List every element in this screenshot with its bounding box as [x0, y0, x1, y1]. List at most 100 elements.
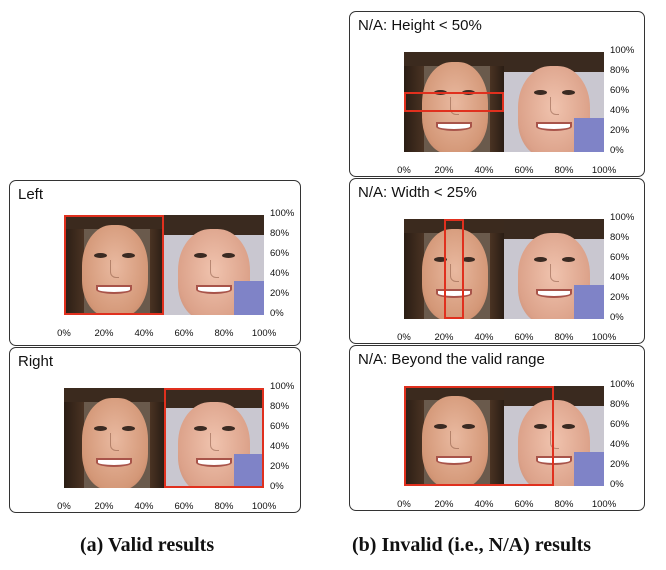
x-tick-label: 40%: [474, 165, 494, 176]
nose: [210, 260, 219, 278]
face-plot: 100%80%60%40%20%0%0%20%40%60%80%100%: [57, 208, 294, 339]
y-tick-label: 20%: [270, 461, 290, 472]
x-tick-label: 0%: [57, 501, 71, 512]
panel-na-width: N/A: Width < 25% 100%80%60%40%20%0%0%20%…: [349, 178, 645, 344]
mouth: [196, 458, 232, 467]
y-tick-label: 0%: [610, 312, 624, 323]
hair: [150, 215, 164, 315]
nose: [450, 264, 459, 282]
hair: [404, 219, 504, 233]
y-tick-label: 0%: [270, 481, 284, 492]
eye: [562, 257, 575, 262]
woman-face-photo: [404, 219, 504, 319]
nose: [110, 433, 119, 451]
face-plot: 100%80%60%40%20%0%0%20%40%60%80%100%: [397, 212, 634, 343]
y-tick-label: 40%: [610, 272, 630, 283]
y-tick-label: 0%: [610, 145, 624, 156]
hair: [404, 386, 504, 400]
x-tick-label: 40%: [474, 332, 494, 343]
nose: [210, 433, 219, 451]
face-skin: [422, 229, 488, 319]
mouth: [536, 289, 572, 298]
face-skin: [82, 398, 148, 488]
mouth: [196, 285, 232, 294]
shirt: [574, 285, 604, 319]
caption-valid: (a) Valid results: [80, 534, 215, 556]
nose: [550, 431, 559, 449]
caption-invalid: (b) Invalid (i.e., N/A) results: [352, 534, 592, 556]
y-tick-label: 100%: [610, 212, 635, 223]
x-tick-label: 100%: [591, 332, 617, 343]
y-tick-label: 60%: [270, 421, 290, 432]
y-tick-label: 80%: [270, 228, 290, 239]
x-tick-label: 20%: [434, 332, 454, 343]
x-tick-label: 60%: [514, 165, 534, 176]
nose: [450, 431, 459, 449]
x-tick-label: 0%: [397, 332, 411, 343]
y-tick-label: 40%: [610, 439, 630, 450]
eye: [534, 424, 547, 429]
face-plot: 100%80%60%40%20%0%0%20%40%60%80%100%: [397, 45, 634, 176]
nose: [550, 264, 559, 282]
nose: [550, 97, 559, 115]
y-tick-label: 60%: [610, 85, 630, 96]
woman-face-photo: [64, 388, 164, 488]
shirt: [574, 452, 604, 486]
hair: [64, 215, 164, 229]
hair: [64, 388, 164, 402]
mouth: [536, 122, 572, 131]
mouth: [96, 458, 132, 467]
eye: [94, 253, 107, 258]
panel-title: N/A: Beyond the valid range: [358, 351, 545, 368]
eye: [534, 257, 547, 262]
man-face-photo: [504, 52, 604, 152]
y-tick-label: 20%: [610, 459, 630, 470]
woman-face-photo: [404, 52, 504, 152]
hair: [64, 215, 84, 315]
eye: [534, 90, 547, 95]
eye: [462, 257, 475, 262]
x-tick-label: 20%: [94, 501, 114, 512]
x-tick-label: 0%: [57, 328, 71, 339]
hair: [490, 386, 504, 486]
x-tick-label: 40%: [134, 328, 154, 339]
y-tick-label: 20%: [270, 288, 290, 299]
eye: [194, 253, 207, 258]
x-tick-label: 80%: [554, 332, 574, 343]
x-tick-label: 100%: [251, 501, 277, 512]
x-tick-label: 100%: [251, 328, 277, 339]
eye: [122, 426, 135, 431]
hair: [164, 388, 264, 408]
mouth: [536, 456, 572, 465]
face-skin: [422, 396, 488, 486]
y-tick-label: 20%: [610, 125, 630, 136]
eye: [562, 424, 575, 429]
shirt: [234, 454, 264, 488]
hair: [404, 52, 424, 152]
y-tick-label: 40%: [610, 105, 630, 116]
hair: [404, 52, 504, 66]
hair: [490, 52, 504, 152]
nose: [110, 260, 119, 278]
x-tick-label: 80%: [214, 328, 234, 339]
eye: [434, 424, 447, 429]
eye: [94, 426, 107, 431]
y-tick-label: 100%: [610, 379, 635, 390]
bounding-box: [444, 219, 464, 319]
x-tick-label: 40%: [134, 501, 154, 512]
y-tick-label: 80%: [610, 65, 630, 76]
face-skin: [422, 62, 488, 152]
y-tick-label: 40%: [270, 441, 290, 452]
hair: [404, 386, 424, 486]
hair: [490, 219, 504, 319]
eye: [434, 257, 447, 262]
y-tick-label: 0%: [270, 308, 284, 319]
eye: [222, 253, 235, 258]
x-tick-label: 20%: [94, 328, 114, 339]
mouth: [436, 122, 472, 131]
mouth: [436, 289, 472, 298]
y-tick-label: 100%: [610, 45, 635, 56]
panel-title: N/A: Width < 25%: [358, 184, 477, 201]
y-tick-label: 0%: [610, 479, 624, 490]
bounding-box: [404, 386, 554, 486]
